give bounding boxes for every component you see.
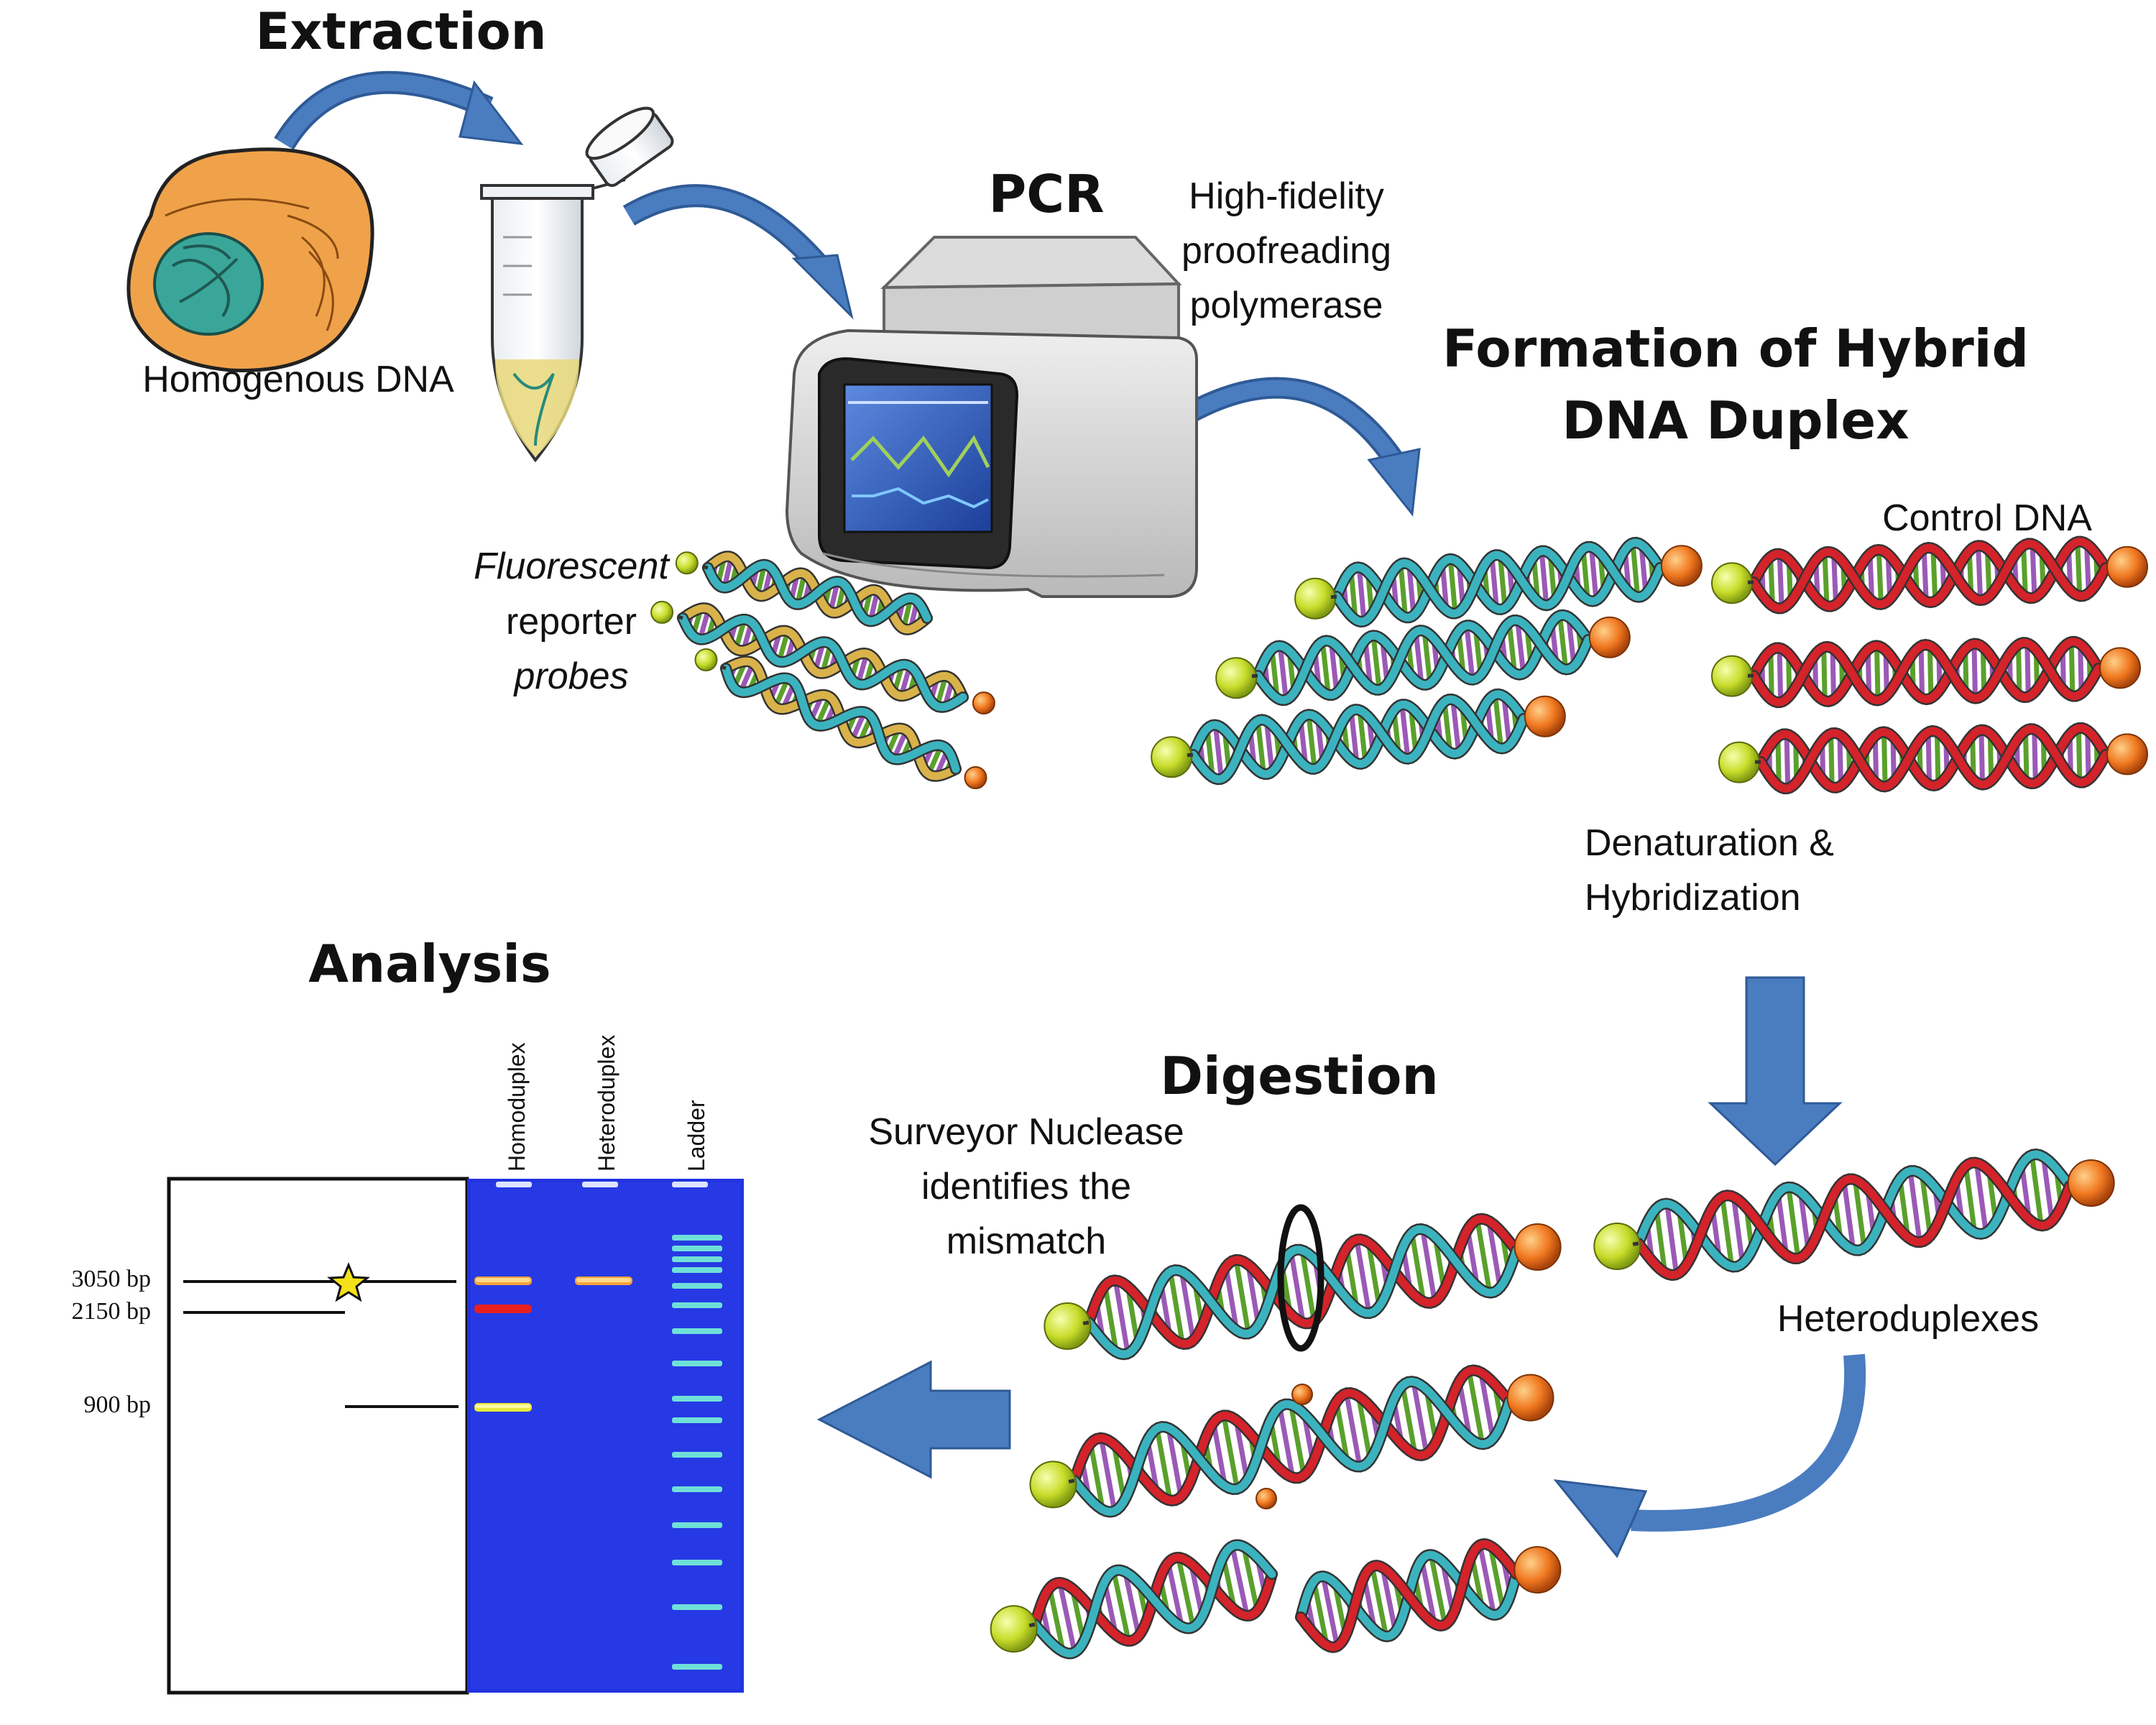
ladder-bands bbox=[672, 1235, 722, 1670]
label-probes-2: reporter bbox=[506, 601, 637, 643]
fluorophore-yellow bbox=[990, 1605, 1038, 1653]
label-surveyor-2: identifies the bbox=[921, 1166, 1131, 1208]
heading-analysis: Analysis bbox=[308, 934, 551, 994]
gel-panel: Homoduplex Heteroduplex Ladder 3050 bp 2… bbox=[72, 1035, 744, 1695]
arrow-cell-to-tube bbox=[274, 70, 524, 150]
test-dna-3 bbox=[1151, 688, 1566, 786]
label-denaturation-1: Denaturation & bbox=[1585, 822, 1834, 864]
quencher-orange bbox=[1506, 1374, 1554, 1422]
cell-illustration bbox=[126, 147, 374, 372]
test-dna-1 bbox=[1294, 536, 1703, 628]
heteroduplex-dna bbox=[1593, 1148, 2115, 1282]
control-dna-3 bbox=[1718, 722, 2148, 795]
gel-marker-2150: 2150 bp bbox=[72, 1298, 152, 1325]
fluorophore-yellow bbox=[1593, 1223, 1641, 1270]
control-dna-2 bbox=[1711, 635, 2141, 709]
gel-lane-ladder: Ladder bbox=[683, 1100, 709, 1172]
label-polymerase-2: proofreading bbox=[1181, 230, 1391, 272]
heading-pcr: PCR bbox=[988, 164, 1104, 224]
cleavage-marker bbox=[1291, 1384, 1313, 1405]
label-surveyor-3: mismatch bbox=[946, 1220, 1106, 1262]
probe-strand-3 bbox=[694, 648, 987, 789]
probe-strand-1 bbox=[675, 551, 933, 635]
label-probes-1: Fluorescent bbox=[474, 546, 671, 587]
label-probes-3: probes bbox=[513, 656, 629, 697]
fluorophore-yellow bbox=[1711, 562, 1753, 604]
quencher-orange bbox=[972, 691, 995, 715]
quencher-orange bbox=[2106, 546, 2148, 588]
heading-digestion: Digestion bbox=[1160, 1046, 1439, 1106]
quencher-orange bbox=[1514, 1223, 1562, 1271]
quencher-orange bbox=[1524, 695, 1566, 737]
heading-extraction: Extraction bbox=[255, 2, 546, 61]
digestion-fragment-left bbox=[990, 1539, 1278, 1660]
gel-lane-heteroduplex: Heteroduplex bbox=[594, 1035, 619, 1172]
control-dna-1 bbox=[1711, 535, 2148, 615]
label-denaturation-2: Hybridization bbox=[1585, 877, 1801, 919]
quencher-orange bbox=[2067, 1159, 2115, 1207]
mismatch-star-icon bbox=[326, 1262, 371, 1302]
quencher-orange bbox=[1514, 1546, 1562, 1594]
probe-strand-2 bbox=[650, 600, 995, 715]
fluorophore-yellow bbox=[1215, 657, 1258, 699]
label-heteroduplexes: Heteroduplexes bbox=[1777, 1298, 2039, 1340]
fluorophore-yellow bbox=[1029, 1460, 1077, 1509]
fluorophore-yellow bbox=[675, 551, 699, 575]
fluorophore-yellow bbox=[1711, 655, 1753, 697]
heading-hybrid-line2: DNA Duplex bbox=[1562, 390, 1909, 451]
quencher-orange bbox=[964, 766, 987, 789]
quencher-orange bbox=[2106, 733, 2148, 776]
gel-schematic bbox=[167, 1177, 469, 1695]
heading-hybrid-line1: Formation of Hybrid bbox=[1442, 318, 2029, 379]
arrow-down-to-heteroduplex bbox=[1708, 976, 1843, 1167]
arrow-tube-to-pcr bbox=[622, 184, 854, 320]
arrow-heteroduplex-to-digestion bbox=[1553, 1353, 1866, 1558]
digestion-dna-2 bbox=[1029, 1364, 1554, 1518]
cleavage-marker bbox=[1256, 1488, 1277, 1509]
fluorophore-yellow bbox=[1718, 741, 1760, 783]
gel-lane-homoduplex: Homoduplex bbox=[504, 1042, 530, 1172]
digestion-dna-1 bbox=[1044, 1213, 1562, 1361]
microcentrifuge-tube bbox=[480, 106, 674, 463]
fluorophore-yellow bbox=[1151, 736, 1193, 778]
gel-marker-900: 900 bp bbox=[84, 1392, 152, 1418]
fluorophore-yellow bbox=[1044, 1302, 1092, 1350]
dna-illustrations bbox=[650, 535, 2148, 1660]
test-dna-2 bbox=[1215, 609, 1631, 707]
quencher-orange bbox=[1660, 545, 1703, 587]
quencher-orange bbox=[1588, 616, 1631, 658]
pcr-thermocycler bbox=[785, 236, 1198, 598]
mismatch-highlight-ring bbox=[1277, 1204, 1325, 1352]
quencher-orange bbox=[2099, 647, 2141, 689]
fluorophore-yellow bbox=[1294, 577, 1337, 620]
label-polymerase-1: High-fidelity bbox=[1189, 175, 1384, 217]
gel-marker-3050: 3050 bp bbox=[72, 1266, 152, 1292]
label-polymerase-3: polymerase bbox=[1190, 285, 1383, 326]
digestion-fragment-right bbox=[1295, 1538, 1562, 1653]
fluorophore-yellow bbox=[694, 648, 718, 671]
label-homogenous-dna: Homogenous DNA bbox=[142, 359, 454, 400]
fluorophore-yellow bbox=[650, 600, 674, 624]
label-surveyor-1: Surveyor Nuclease bbox=[868, 1111, 1184, 1153]
arrow-left-to-analysis bbox=[816, 1360, 1011, 1479]
label-control-dna: Control DNA bbox=[1882, 497, 2092, 539]
arrow-pcr-to-hybrid bbox=[1184, 377, 1421, 517]
